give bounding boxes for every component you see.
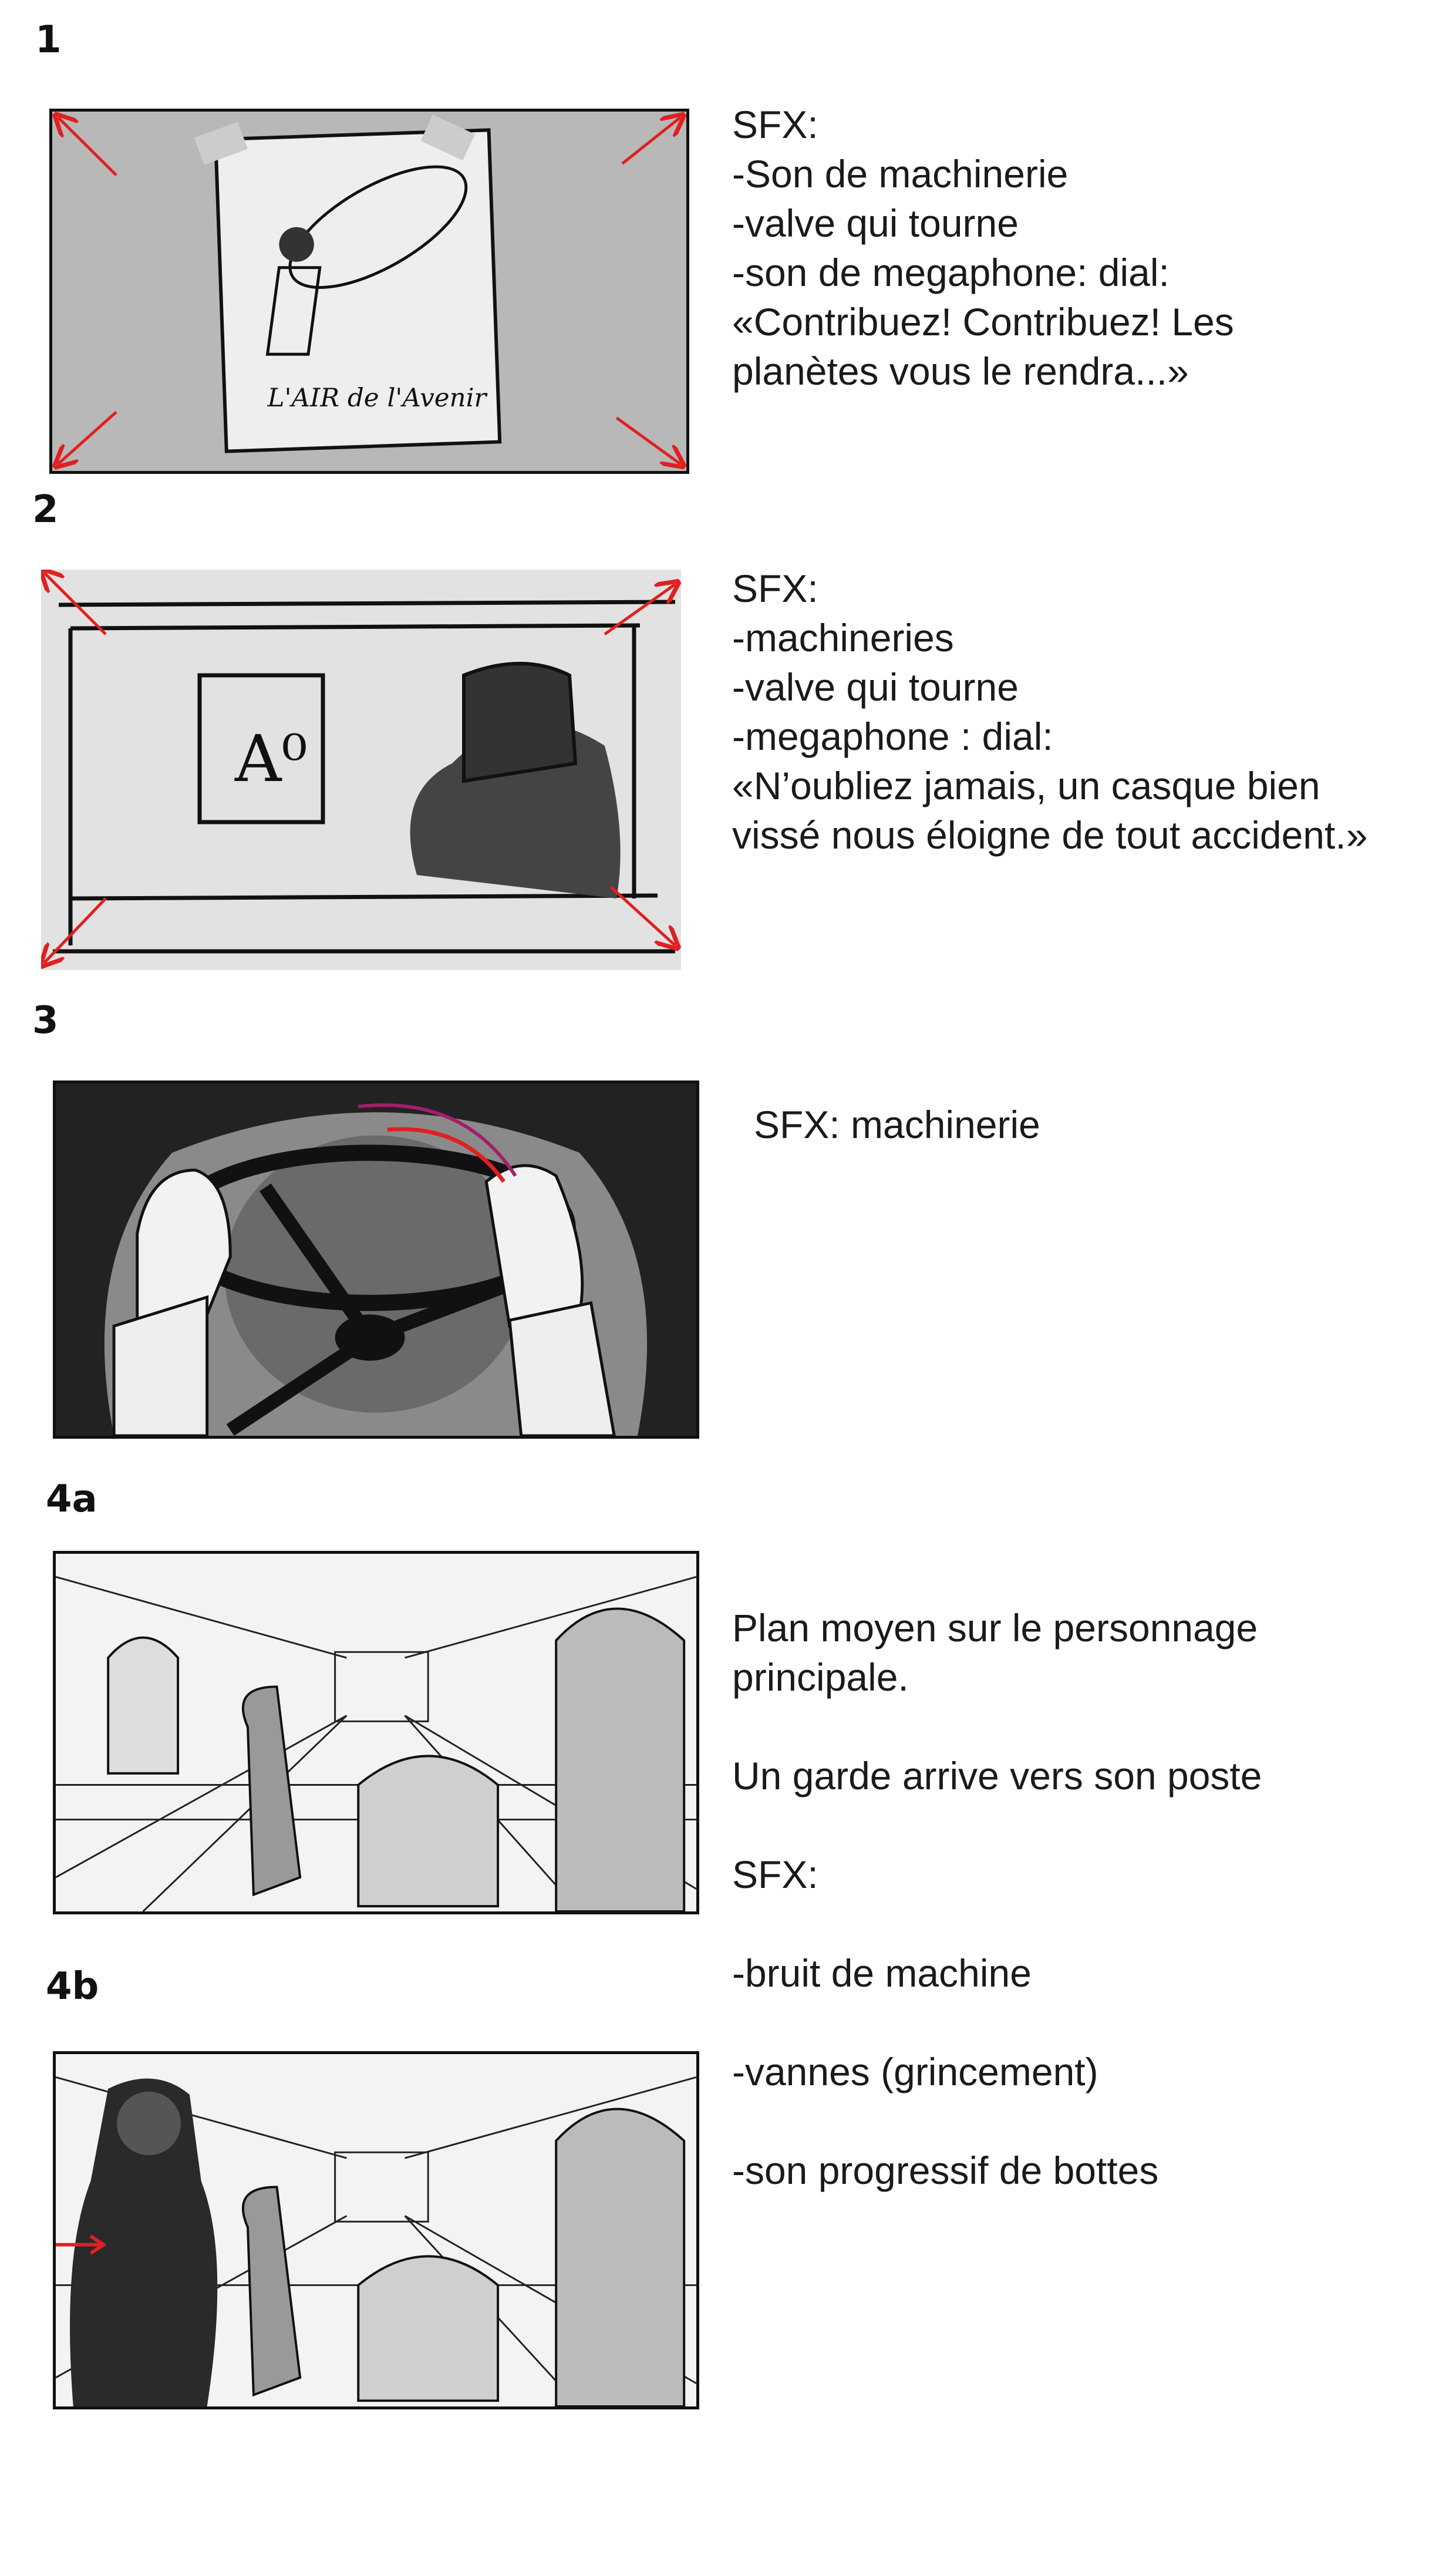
note-line: planètes vous le rendra...» bbox=[732, 349, 1189, 393]
note-line: -son progressif de bottes bbox=[732, 2149, 1159, 2192]
storyboard-panel-4b bbox=[53, 2051, 699, 2409]
note-line: Plan moyen sur le personnage bbox=[732, 1606, 1258, 1650]
shot-label-2: 2 bbox=[32, 488, 59, 531]
shot-label-3: 3 bbox=[32, 999, 59, 1042]
note-line bbox=[732, 1800, 1262, 1850]
storyboard-panel-2: A⁰ bbox=[41, 570, 681, 970]
poster-text: L'AIR de l'Avenir bbox=[267, 383, 488, 413]
note-line: -machineries bbox=[732, 616, 954, 659]
note-line bbox=[732, 1998, 1262, 2047]
note-line bbox=[732, 2096, 1262, 2146]
note-line bbox=[732, 1899, 1262, 1948]
note-line: -bruit de machine bbox=[732, 1951, 1032, 1995]
note-line bbox=[732, 1702, 1262, 1751]
note-line: «N’oubliez jamais, un casque bien bbox=[732, 764, 1320, 807]
shot-1-notes: SFX: -Son de machinerie -valve qui tourn… bbox=[732, 100, 1234, 396]
note-line: SFX: machinerie bbox=[754, 1103, 1040, 1146]
shot-4a-notes: Plan moyen sur le personnage principale.… bbox=[732, 1603, 1262, 2195]
sign-text: A⁰ bbox=[234, 721, 308, 796]
note-line: -valve qui tourne bbox=[732, 201, 1019, 245]
note-line: principale. bbox=[732, 1655, 909, 1699]
note-line: -vannes (grincement) bbox=[732, 2050, 1098, 2093]
note-line: -Son de machinerie bbox=[732, 152, 1069, 196]
shot-2-notes: SFX: -machineries -valve qui tourne -meg… bbox=[732, 564, 1367, 860]
shot-label-4a: 4a bbox=[46, 1477, 97, 1521]
shot-label-1: 1 bbox=[35, 18, 62, 62]
shot-label-4b: 4b bbox=[46, 1965, 99, 2008]
note-line: -megaphone : dial: bbox=[732, 715, 1053, 758]
note-line: SFX: bbox=[732, 103, 818, 146]
note-line: Un garde arrive vers son poste bbox=[732, 1754, 1262, 1798]
shot-3-notes: SFX: machinerie bbox=[754, 1100, 1040, 1149]
storyboard-panel-1: L'AIR de l'Avenir bbox=[49, 109, 689, 474]
note-line: vissé nous éloigne de tout accident.» bbox=[732, 813, 1368, 857]
note-line: «Contribuez! Contribuez! Les bbox=[732, 300, 1234, 344]
note-line: SFX: bbox=[732, 1853, 818, 1896]
note-line: -son de megaphone: dial: bbox=[732, 251, 1169, 294]
storyboard-panel-4a bbox=[53, 1551, 699, 1914]
note-line: -valve qui tourne bbox=[732, 665, 1019, 709]
note-line: SFX: bbox=[732, 567, 818, 610]
storyboard-panel-3 bbox=[53, 1081, 699, 1439]
